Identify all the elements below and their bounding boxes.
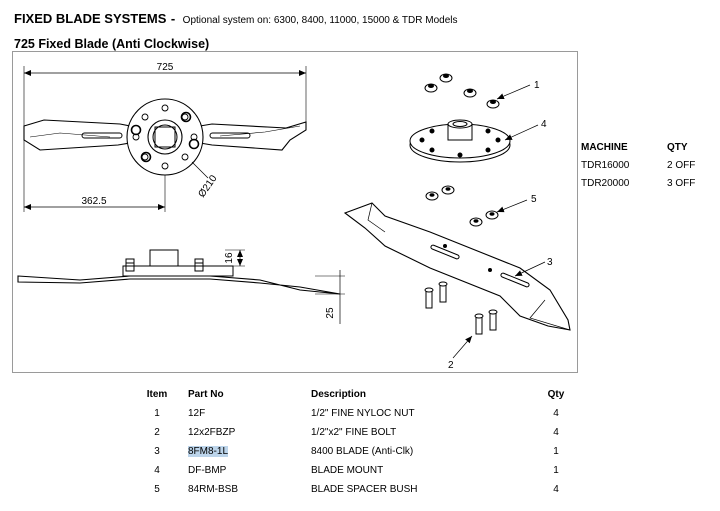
machine-qty: 3 OFF <box>667 177 696 189</box>
side-view-drawing <box>17 249 345 324</box>
part-no-header: Part No <box>188 389 224 400</box>
blade-drop-dimension: 25 <box>325 307 336 319</box>
part-number-cell: 8FM8-1L <box>174 446 311 457</box>
part-qty: 1 <box>553 465 559 476</box>
part-number: 84RM-BSB <box>188 484 239 495</box>
item-number: 1 <box>154 408 160 419</box>
callout-1: 1 <box>534 80 540 91</box>
item-number: 4 <box>154 465 160 476</box>
machine-row: TDR16000 2 OFF <box>581 156 717 174</box>
part-number: 12F <box>188 408 206 419</box>
blade-icon <box>343 202 571 331</box>
half-length-dimension: 362.5 <box>81 196 106 207</box>
blade-mount-icon <box>409 119 511 163</box>
part-qty: 4 <box>553 408 559 419</box>
overall-length-dimension: 725 <box>157 62 174 73</box>
callout-2: 2 <box>448 360 454 371</box>
part-description: BLADE MOUNT <box>311 465 384 476</box>
table-row: 3 8FM8-1L 8400 BLADE (Anti-Clk) 1 <box>140 442 576 461</box>
fine-bolt-icon <box>424 281 498 335</box>
table-row: 4 DF-BMP BLADE MOUNT 1 <box>140 461 576 480</box>
machine-table-header: MACHINE QTY <box>581 138 717 156</box>
part-qty: 4 <box>553 427 559 438</box>
machine-header: MACHINE <box>581 141 628 153</box>
part-number: 12x2FBZP <box>188 427 236 438</box>
callout-4: 4 <box>541 119 547 130</box>
item-number: 5 <box>154 484 160 495</box>
part-description: BLADE SPACER BUSH <box>311 484 418 495</box>
spacer-bush-icon <box>425 185 499 227</box>
page-subtitle: Optional system on: 6300, 8400, 11000, 1… <box>182 15 458 26</box>
callout-5: 5 <box>531 194 537 205</box>
mount-diameter-dimension: Ø210 <box>196 173 219 200</box>
nyloc-nut-icon <box>424 73 500 109</box>
table-row: 2 12x2FBZP 1/2"x2" FINE BOLT 4 <box>140 423 576 442</box>
part-qty: 1 <box>553 446 559 457</box>
qty-header: QTY <box>667 141 688 153</box>
part-number: DF-BMP <box>188 465 227 476</box>
parts-table-header: Item Part No Description Qty <box>140 385 576 404</box>
page-title: FIXED BLADE SYSTEMS <box>14 11 167 26</box>
machine-qty: 2 OFF <box>667 159 696 171</box>
part-qty: 4 <box>553 484 559 495</box>
part-description: 1/2" FINE NYLOC NUT <box>311 408 415 419</box>
table-row: 5 84RM-BSB BLADE SPACER BUSH 4 <box>140 480 576 499</box>
section-title: 725 Fixed Blade (Anti Clockwise) <box>14 37 210 51</box>
item-number: 2 <box>154 427 160 438</box>
mount-height-dimension: 16 <box>224 252 235 264</box>
table-row: 1 12F 1/2" FINE NYLOC NUT 4 <box>140 404 576 423</box>
item-number: 3 <box>154 446 160 457</box>
top-view-drawing <box>23 66 307 212</box>
callout-3: 3 <box>547 257 553 268</box>
item-header: Item <box>146 389 168 400</box>
part-description: 8400 BLADE (Anti-Clk) <box>311 446 414 457</box>
machine-table: MACHINE QTY TDR16000 2 OFF TDR20000 3 OF… <box>581 138 717 192</box>
part-description: 1/2"x2" FINE BOLT <box>311 427 397 438</box>
highlighted-part-number[interactable]: 8FM8-1L <box>188 446 229 457</box>
drawing-frame <box>12 51 578 373</box>
description-header: Description <box>311 389 367 400</box>
parts-table: Item Part No Description Qty 1 12F 1/2" … <box>140 385 576 499</box>
machine-row: TDR20000 3 OFF <box>581 174 717 192</box>
machine-name: TDR16000 <box>581 159 630 171</box>
exploded-view-drawing <box>343 73 571 359</box>
page-header: FIXED BLADE SYSTEMS - Optional system on… <box>14 10 457 28</box>
title-separator: - <box>170 11 176 26</box>
machine-name: TDR20000 <box>581 177 630 189</box>
qty-header: Qty <box>547 389 565 400</box>
